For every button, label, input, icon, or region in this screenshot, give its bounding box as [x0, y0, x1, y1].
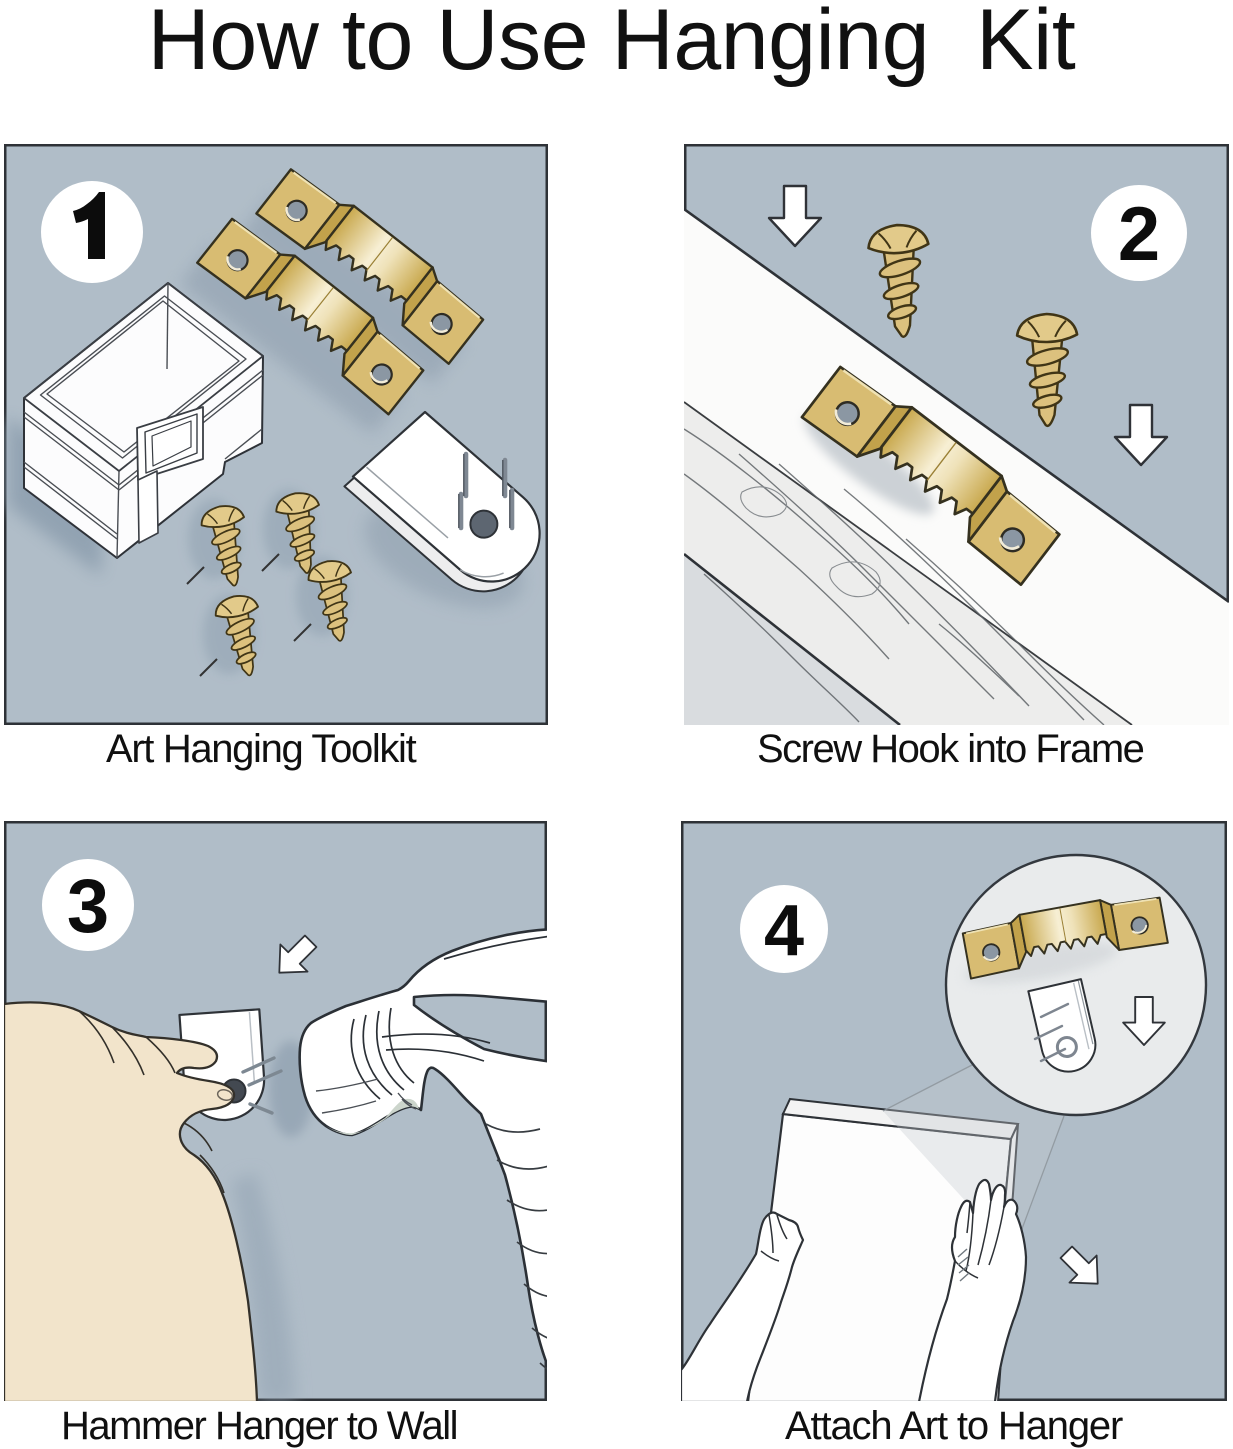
svg-text:2: 2 — [1118, 192, 1160, 277]
svg-text:3: 3 — [67, 864, 109, 949]
svg-text:4: 4 — [764, 891, 804, 971]
